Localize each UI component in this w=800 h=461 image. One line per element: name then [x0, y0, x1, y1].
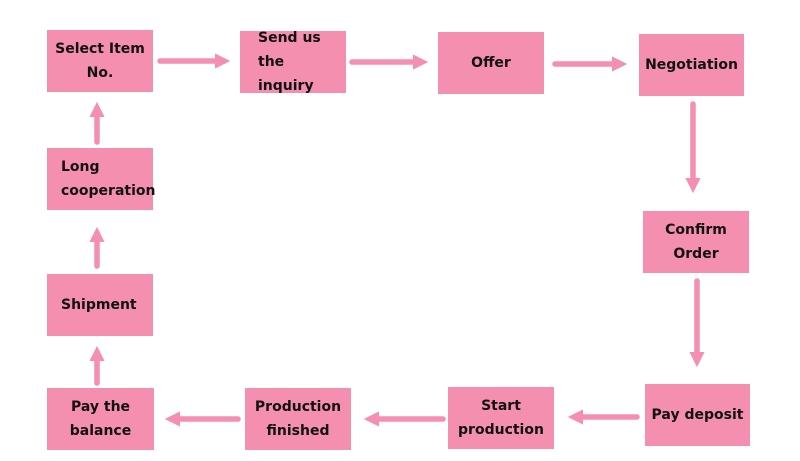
step-label: Shipment [61, 297, 137, 313]
step-label: Pay deposit [651, 407, 744, 423]
step-start-production: Start production [448, 387, 554, 449]
step-pay-deposit: Pay deposit [645, 384, 750, 446]
step-negotiation: Negotiation [639, 34, 744, 96]
step-select-item: Select Item No. [47, 30, 153, 92]
arrow-group [89, 53, 705, 427]
step-shipment: Shipment [47, 274, 153, 336]
step-label: Confirm Order [665, 222, 727, 262]
step-offer: Offer [438, 32, 544, 94]
step-label: Start production [458, 398, 544, 438]
step-label: Pay the balance [69, 399, 132, 439]
step-label: Select Item No. [55, 41, 145, 81]
step-label: Negotiation [645, 57, 738, 73]
step-label: Offer [471, 55, 511, 71]
step-pay-balance: Pay the balance [47, 388, 154, 450]
step-confirm-order: Confirm Order [643, 211, 749, 273]
